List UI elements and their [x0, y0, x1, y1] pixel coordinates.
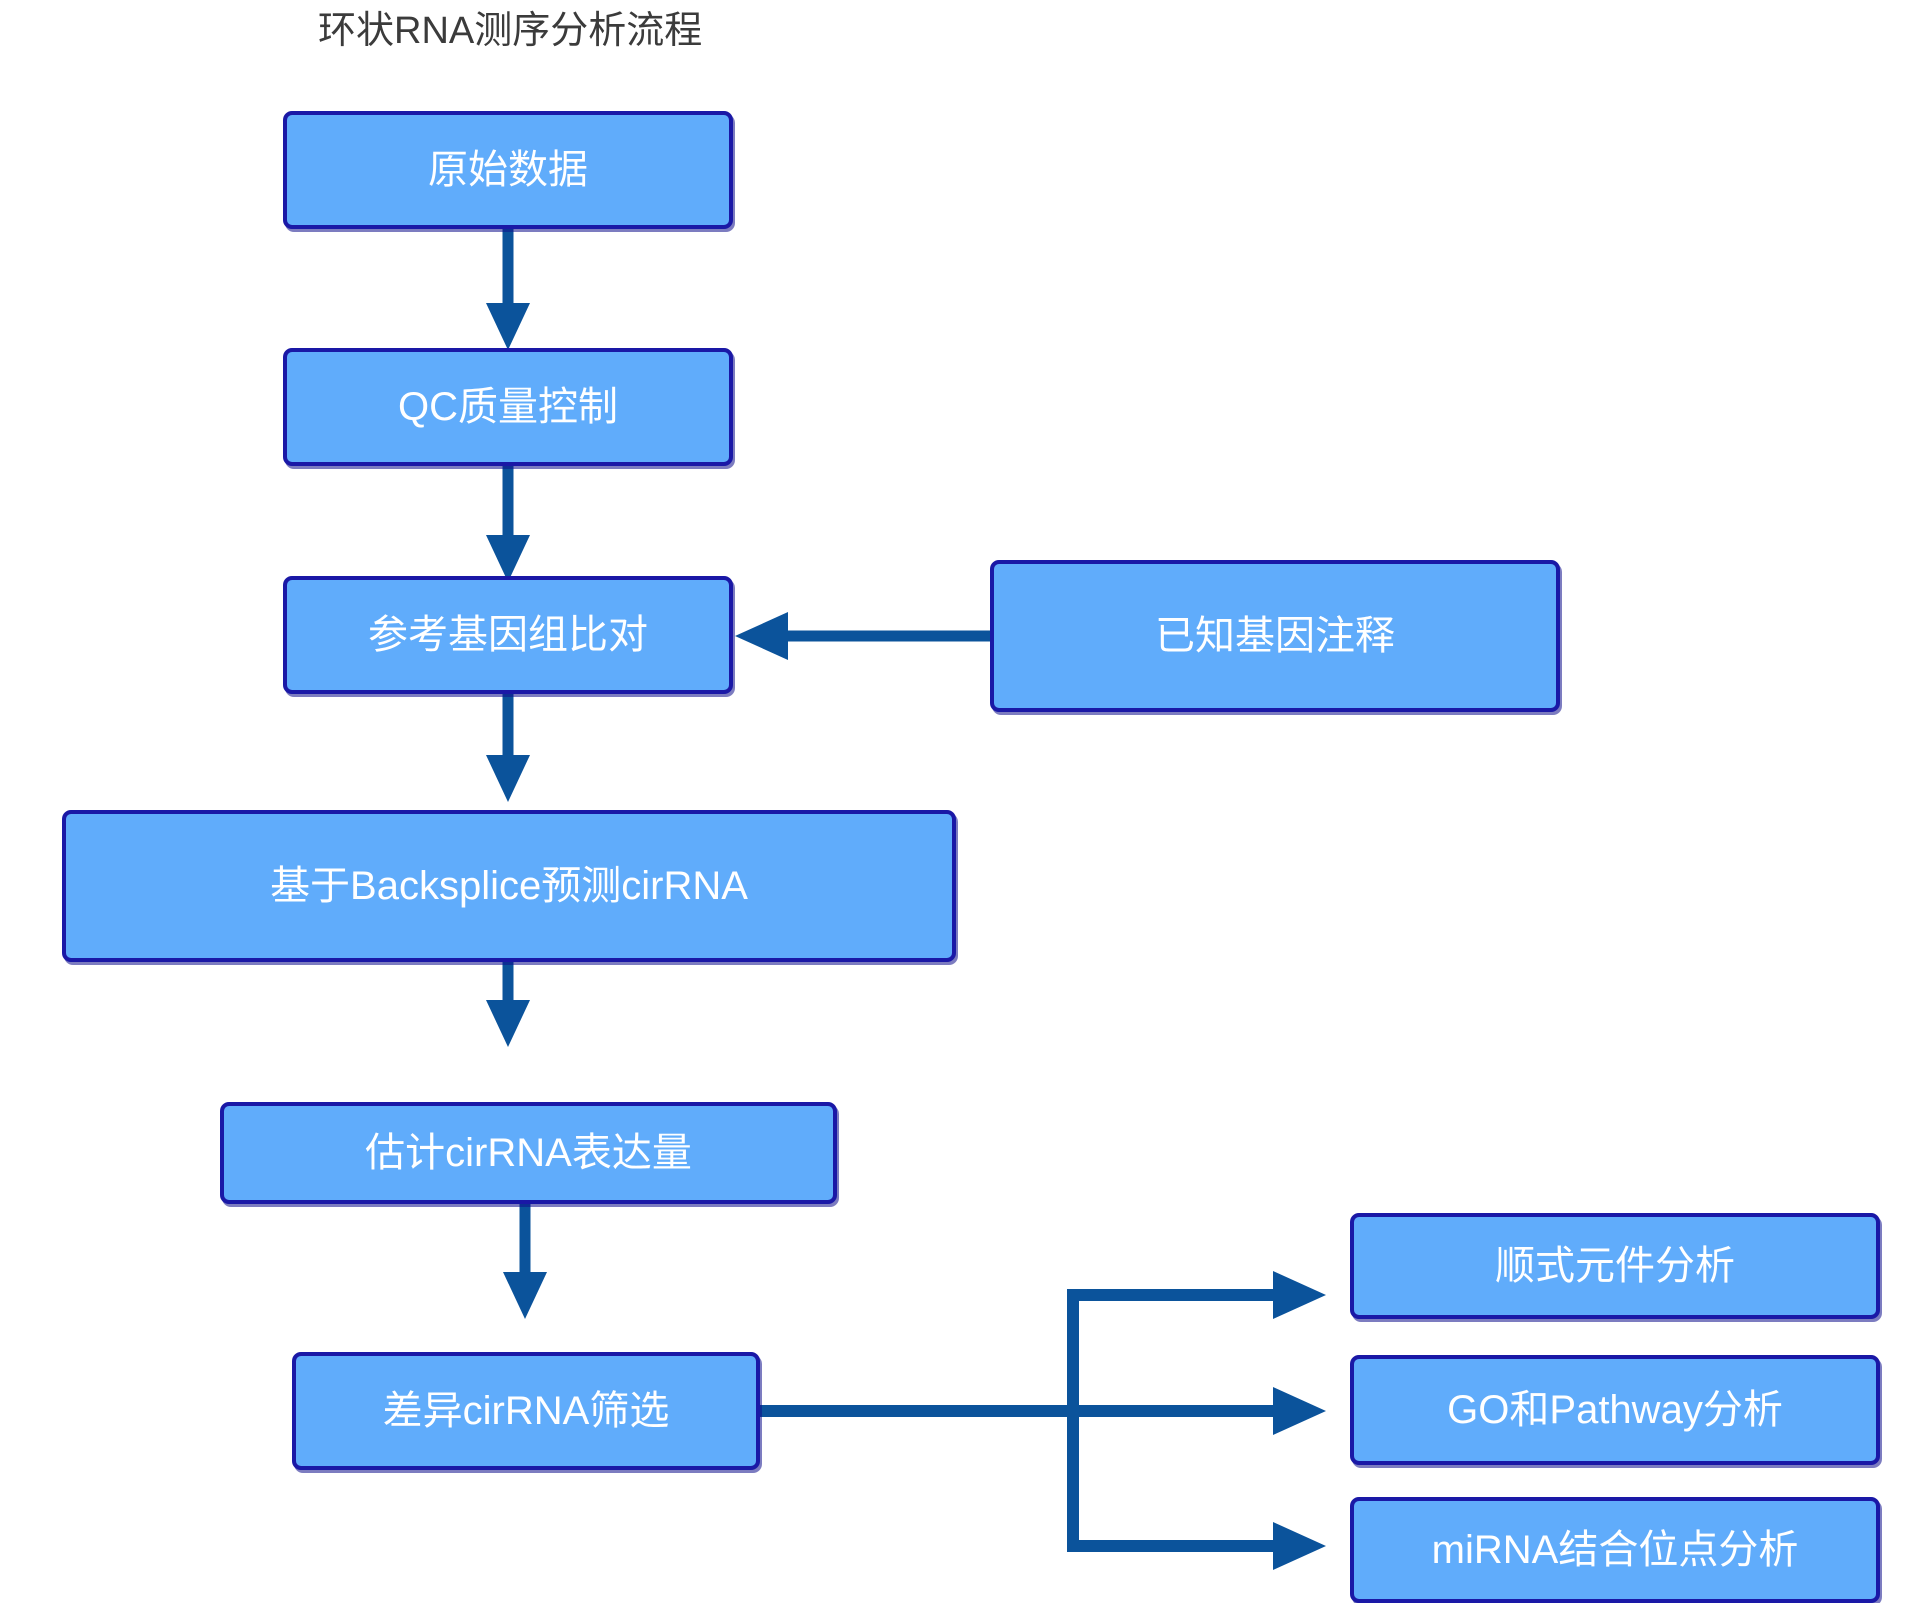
node-go-pathway-label: GO和Pathway分析	[1447, 1388, 1783, 1432]
node-raw-data[interactable]: 原始数据	[283, 111, 733, 229]
edge-qc-to-genome-align	[486, 463, 530, 582]
node-qc-label: QC质量控制	[398, 385, 618, 429]
edge-genome-align-to-backsplice	[486, 690, 530, 802]
node-backsplice[interactable]: 基于Backsplice预测cirRNA	[62, 810, 956, 962]
node-go-pathway[interactable]: GO和Pathway分析	[1350, 1355, 1880, 1465]
node-diff-screen-label: 差异cirRNA筛选	[382, 1389, 670, 1433]
node-expression-label: 估计cirRNA表达量	[365, 1131, 692, 1175]
node-genome-align[interactable]: 参考基因组比对	[283, 576, 733, 694]
edge-diff-screen-trunk	[760, 1290, 1079, 1551]
node-mirna-site-label: miRNA结合位点分析	[1431, 1528, 1799, 1572]
node-expression[interactable]: 估计cirRNA表达量	[220, 1102, 837, 1204]
node-raw-data-label: 原始数据	[428, 148, 588, 192]
node-diff-screen[interactable]: 差异cirRNA筛选	[292, 1352, 760, 1470]
node-gene-annotation[interactable]: 已知基因注释	[990, 560, 1560, 712]
edge-gene-annotation-to-genome-align	[735, 612, 990, 660]
node-gene-annotation-label: 已知基因注释	[1155, 614, 1395, 658]
node-genome-align-label: 参考基因组比对	[368, 613, 648, 657]
node-cis-element-label: 顺式元件分析	[1495, 1244, 1735, 1288]
node-mirna-site[interactable]: miRNA结合位点分析	[1350, 1497, 1880, 1603]
page-title: 环状RNA测序分析流程	[318, 10, 703, 52]
node-cis-element[interactable]: 顺式元件分析	[1350, 1213, 1880, 1319]
edge-diff-screen-to-mirna-site	[1067, 1522, 1326, 1570]
edge-diff-screen-to-go-pathway	[1073, 1387, 1326, 1435]
edge-diff-screen-to-cis-element	[1067, 1271, 1326, 1319]
edge-raw-data-to-qc	[486, 228, 530, 350]
node-qc[interactable]: QC质量控制	[283, 348, 733, 466]
node-backsplice-label: 基于Backsplice预测cirRNA	[270, 864, 748, 908]
edge-expression-to-diff-screen	[503, 1200, 547, 1319]
edge-backsplice-to-expression	[486, 958, 530, 1047]
